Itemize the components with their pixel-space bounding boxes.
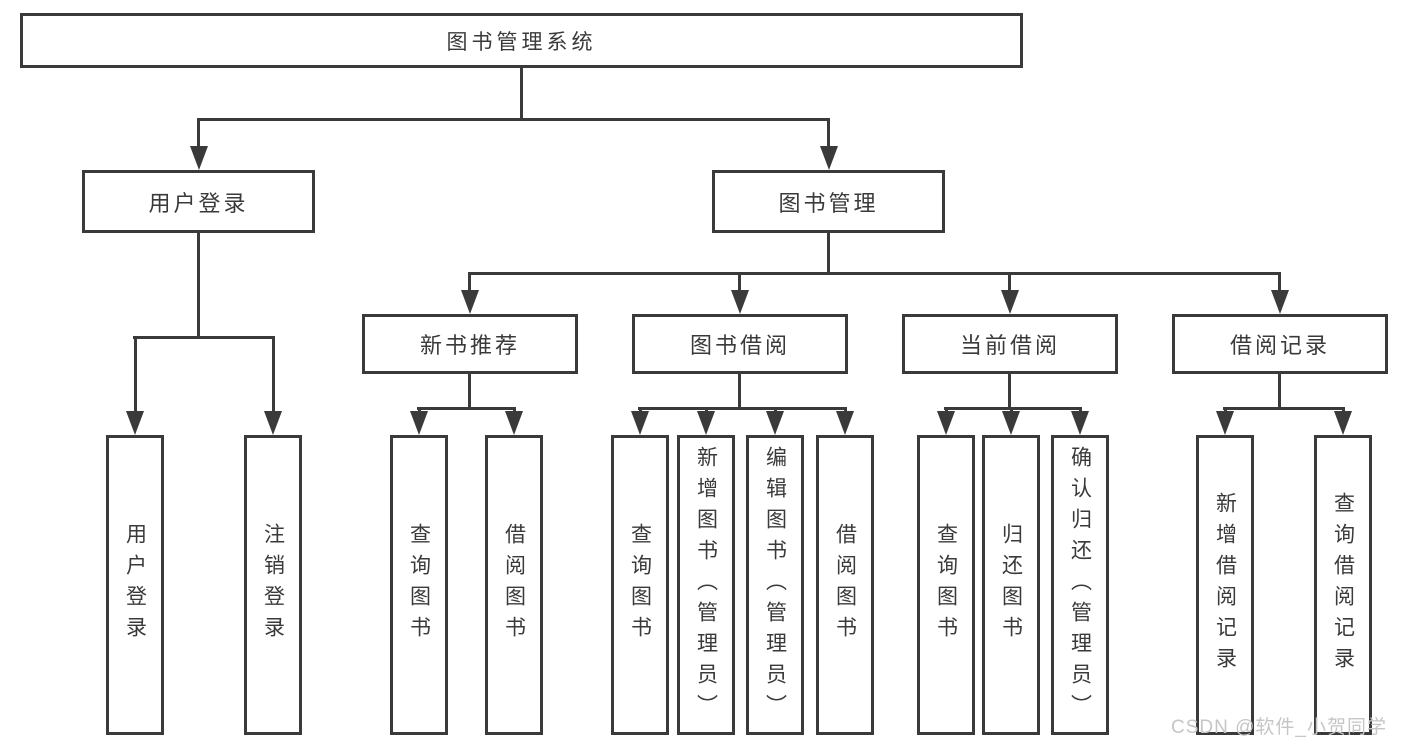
arrowhead-borrow-records xyxy=(1271,290,1289,314)
node-label: 图书管理系统 xyxy=(446,30,597,54)
connector-g1-hbar xyxy=(417,407,516,410)
node-user-login: 用户登录 xyxy=(82,170,315,233)
node-label: 确认归还（管理员） xyxy=(1068,445,1092,725)
connector-g2-stub2 xyxy=(705,407,708,413)
connector-drop-book-management xyxy=(827,118,830,148)
node-add-books-admin: 新增图书（管理员） xyxy=(677,435,735,735)
connector-g3-drop xyxy=(1008,374,1011,407)
connector-g1-drop xyxy=(468,374,471,407)
node-query-books-recommend: 查询图书 xyxy=(390,435,448,735)
arrowhead-g3-leaf3 xyxy=(1071,411,1089,435)
node-label: 新增借阅记录 xyxy=(1213,492,1237,678)
arrowhead-current-borrow xyxy=(1001,290,1019,314)
node-query-books-current: 查询图书 xyxy=(917,435,975,735)
node-edit-books-admin: 编辑图书（管理员） xyxy=(746,435,804,735)
node-label: 编辑图书（管理员） xyxy=(763,445,787,725)
connector-drop-logout-leaf xyxy=(272,336,275,413)
node-borrow-books: 借阅图书 xyxy=(816,435,874,735)
connector-g3-stub3 xyxy=(1079,407,1082,413)
arrowhead-g4-leaf2 xyxy=(1334,411,1352,435)
connector-g2-stub4 xyxy=(844,407,847,413)
arrowhead-book-management xyxy=(820,146,838,170)
node-borrow-books-recommend: 借阅图书 xyxy=(485,435,543,735)
node-label: 查询图书 xyxy=(407,523,431,647)
connector-g4-stub1 xyxy=(1224,407,1227,413)
node-book-management: 图书管理 xyxy=(712,170,945,233)
connector-level2-hbar xyxy=(197,118,830,121)
connector-drop-login-leaf xyxy=(134,336,137,413)
connector-g3-stub1 xyxy=(945,407,948,413)
node-label: 归还图书 xyxy=(999,523,1023,647)
connector-g1-stub1 xyxy=(418,407,421,413)
node-add-borrow-record: 新增借阅记录 xyxy=(1196,435,1254,735)
node-label: 用户登录 xyxy=(148,190,249,216)
node-new-book-recommend: 新书推荐 xyxy=(362,314,578,374)
node-label: 用户登录 xyxy=(123,523,147,647)
node-current-borrow: 当前借阅 xyxy=(902,314,1118,374)
node-label: 图书管理 xyxy=(778,190,879,216)
connector-user-login-hbar xyxy=(133,336,275,339)
connector-drop-current-borrow xyxy=(1008,272,1011,294)
arrowhead-logout-leaf xyxy=(264,411,282,435)
node-book-borrow: 图书借阅 xyxy=(632,314,848,374)
connector-drop-new-book xyxy=(468,272,471,294)
node-label: 查询图书 xyxy=(628,523,652,647)
node-query-books-borrow: 查询图书 xyxy=(611,435,669,735)
connector-g4-hbar xyxy=(1223,407,1345,410)
node-confirm-return-admin: 确认归还（管理员） xyxy=(1051,435,1109,735)
node-label: 注销登录 xyxy=(261,523,285,647)
connector-g2-stub1 xyxy=(639,407,642,413)
node-label: 新书推荐 xyxy=(419,333,520,358)
node-label: 新增图书（管理员） xyxy=(694,445,718,725)
arrowhead-book-borrow xyxy=(731,290,749,314)
connector-drop-borrow-records xyxy=(1278,272,1281,294)
connector-level3-hbar xyxy=(468,272,1281,275)
connector-g4-stub2 xyxy=(1342,407,1345,413)
arrowhead-g2-leaf2 xyxy=(697,411,715,435)
node-label: 查询图书 xyxy=(934,523,958,647)
connector-g3-stub2 xyxy=(1010,407,1013,413)
connector-drop-user-login xyxy=(197,118,200,148)
node-label: 借阅图书 xyxy=(502,523,526,647)
arrowhead-g4-leaf1 xyxy=(1216,411,1234,435)
csdn-watermark: CSDN @软件_小贺同学 xyxy=(1171,717,1387,738)
arrowhead-user-login xyxy=(190,146,208,170)
arrowhead-g2-leaf3 xyxy=(766,411,784,435)
arrowhead-g2-leaf1 xyxy=(631,411,649,435)
node-label: 当前借阅 xyxy=(959,333,1060,358)
arrowhead-g3-leaf2 xyxy=(1002,411,1020,435)
node-return-books: 归还图书 xyxy=(982,435,1040,735)
node-label: 图书借阅 xyxy=(689,333,790,358)
node-logout-action: 注销登录 xyxy=(244,435,302,735)
node-library-management-system: 图书管理系统 xyxy=(20,13,1023,68)
arrowhead-new-book xyxy=(461,290,479,314)
arrowhead-login-leaf xyxy=(126,411,144,435)
connector-g2-drop xyxy=(738,374,741,407)
node-label: 借阅图书 xyxy=(833,523,857,647)
arrowhead-g2-leaf4 xyxy=(836,411,854,435)
connector-user-login-drop xyxy=(197,233,200,336)
arrowhead-g3-leaf1 xyxy=(937,411,955,435)
node-label: 查询借阅记录 xyxy=(1331,492,1355,678)
connector-book-management-drop xyxy=(827,233,830,272)
connector-g2-hbar xyxy=(638,407,847,410)
connector-g3-hbar xyxy=(944,407,1082,410)
node-user-login-action: 用户登录 xyxy=(106,435,164,735)
node-borrow-records: 借阅记录 xyxy=(1172,314,1388,374)
arrowhead-g1-leaf1 xyxy=(410,411,428,435)
node-label: 借阅记录 xyxy=(1229,333,1330,358)
node-query-borrow-record: 查询借阅记录 xyxy=(1314,435,1372,735)
connector-g4-drop xyxy=(1278,374,1281,407)
arrowhead-g1-leaf2 xyxy=(505,411,523,435)
connector-g2-stub3 xyxy=(774,407,777,413)
connector-g1-stub2 xyxy=(513,407,516,413)
connector-root-drop xyxy=(520,68,523,118)
connector-drop-book-borrow xyxy=(738,272,741,294)
